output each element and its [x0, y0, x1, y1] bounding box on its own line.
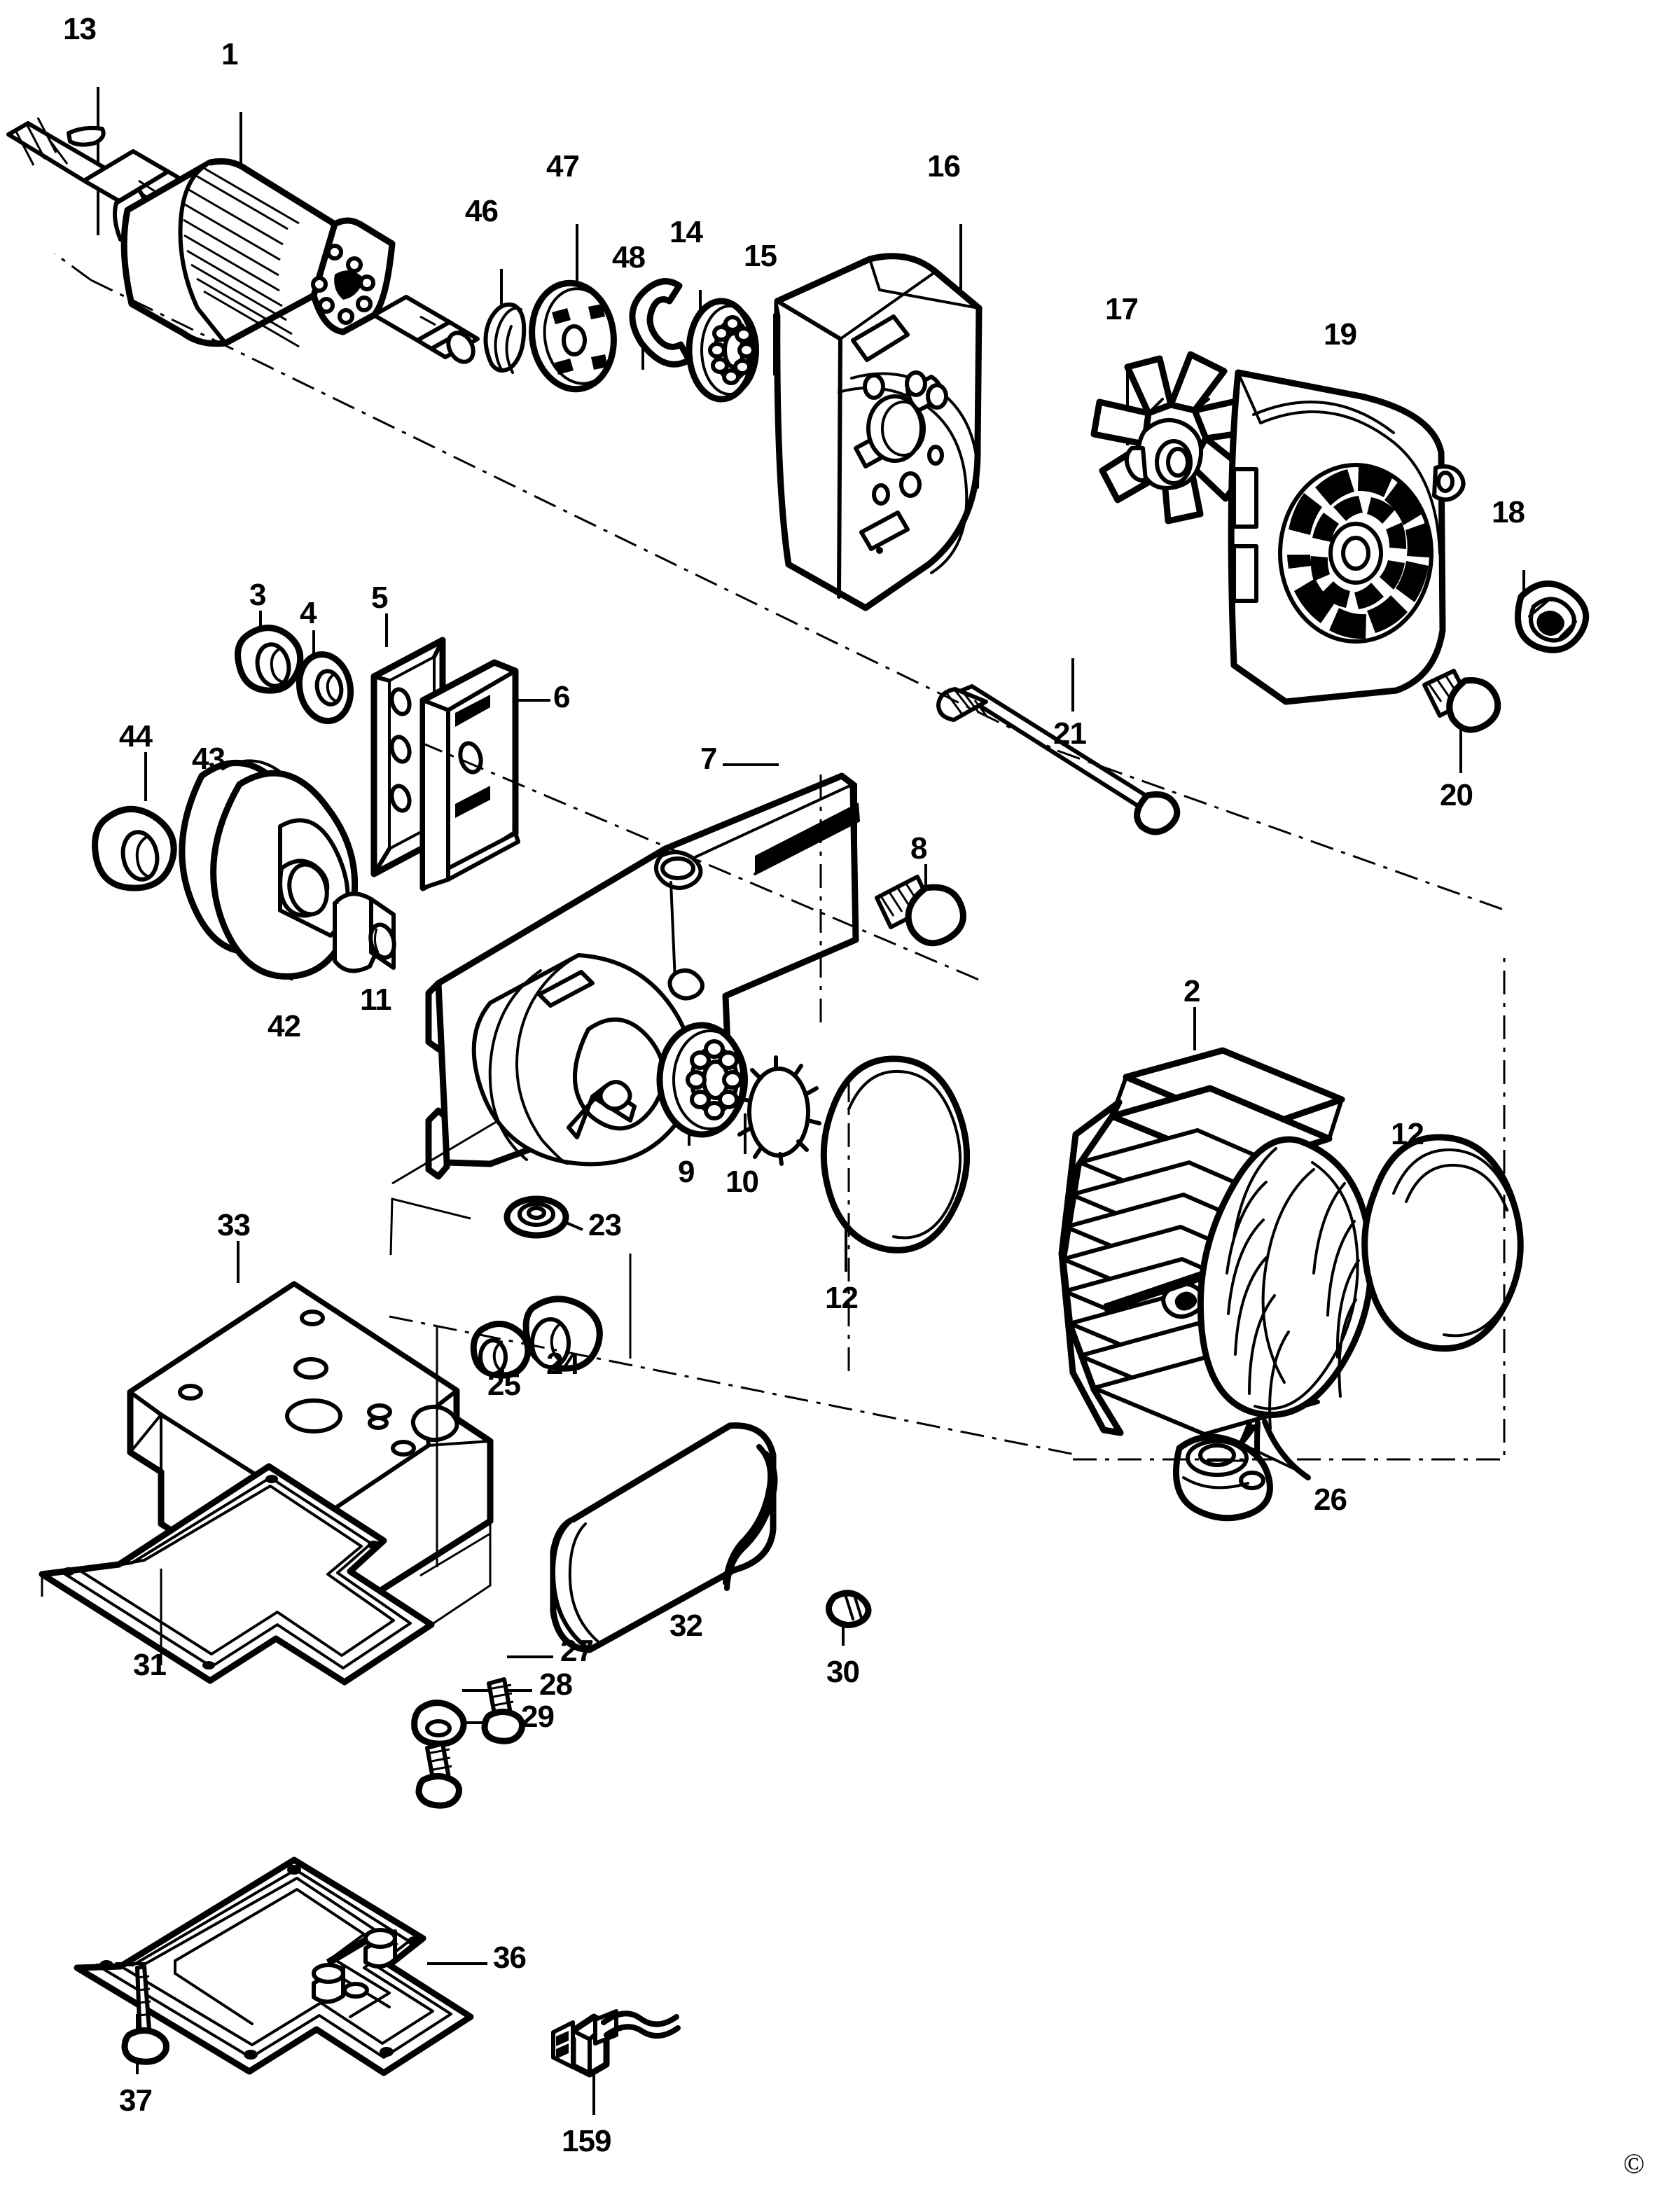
part-20-hex-screw — [1422, 669, 1501, 733]
part-10-toothed-washer — [736, 1055, 821, 1166]
part-44-hex-nut-large — [92, 805, 177, 891]
assembly-axis-lines — [54, 252, 1506, 1461]
callout-label-25: 25 — [487, 1368, 521, 1402]
part-30-wire-connector — [826, 1590, 872, 1628]
assembly-thin-guides — [41, 1119, 1248, 1665]
part-36-base-plate — [74, 1856, 474, 2076]
part-11-spacer-sleeve — [333, 891, 396, 973]
part-2-stator — [1058, 1047, 1375, 1503]
callout-label-9: 9 — [678, 1155, 695, 1189]
callout-label-23: 23 — [588, 1208, 622, 1242]
callout-label-29: 29 — [521, 1700, 555, 1734]
callout-label-3: 3 — [249, 578, 267, 612]
callout-label-46: 46 — [465, 194, 499, 228]
callout-label-8: 8 — [910, 831, 928, 866]
part-27-screw — [481, 1677, 526, 1744]
callout-label-36: 36 — [493, 1940, 527, 1975]
callout-label-32: 32 — [669, 1609, 703, 1643]
callout-label-42: 42 — [268, 1009, 301, 1043]
part-19-fan-cover — [1228, 369, 1466, 705]
part-21-long-bolt — [936, 684, 1181, 835]
part-159-harness-connector — [551, 2009, 681, 2078]
callout-label-1: 1 — [221, 37, 239, 71]
callout-label-20: 20 — [1440, 778, 1473, 812]
callout-label-24: 24 — [546, 1347, 580, 1381]
part-8-hex-bolt — [875, 875, 966, 947]
callout-label-18: 18 — [1492, 495, 1525, 529]
callout-label-17: 17 — [1105, 292, 1139, 326]
part-37-self-tapping-screw — [121, 1964, 169, 2065]
part-6-mounting-bracket — [419, 659, 520, 891]
callout-label-44: 44 — [119, 719, 153, 754]
part-47-retainer-plate — [529, 279, 617, 393]
part-46-wavy-washer — [483, 303, 527, 374]
callout-label-12a: 12 — [825, 1281, 859, 1315]
callout-label-28: 28 — [539, 1667, 573, 1702]
part-9-front-bearing — [656, 1022, 748, 1138]
part-14-ball-bearing — [686, 298, 759, 403]
part-13-key — [67, 125, 106, 147]
callout-label-2: 2 — [1183, 974, 1201, 1008]
part-48-c-clip — [629, 278, 693, 368]
part-4-flat-washer — [296, 651, 354, 725]
part-17-cooling-fan — [1090, 351, 1257, 525]
part-28-lock-washer — [411, 1700, 467, 1747]
part-1-armature — [6, 117, 480, 364]
callout-label-21: 21 — [1053, 716, 1087, 751]
callout-label-26: 26 — [1314, 1483, 1347, 1517]
callout-label-16: 16 — [927, 149, 961, 183]
callout-label-30: 30 — [826, 1655, 860, 1689]
part-26-grommet — [1172, 1433, 1273, 1522]
part-12-oring-right — [1361, 1134, 1524, 1352]
callout-label-43: 43 — [192, 742, 225, 776]
callout-label-5: 5 — [371, 581, 389, 615]
callout-label-19: 19 — [1324, 317, 1357, 352]
callout-label-11: 11 — [360, 983, 392, 1017]
part-12-oring-left — [820, 1055, 971, 1254]
part-7-pump-housing — [425, 772, 860, 1180]
callout-label-6: 6 — [553, 680, 571, 714]
callout-label-10: 10 — [726, 1165, 759, 1199]
callout-label-37: 37 — [119, 2083, 153, 2118]
part-3-hex-nut — [235, 625, 304, 694]
callout-label-31: 31 — [133, 1648, 167, 1682]
callout-label-47: 47 — [546, 149, 580, 183]
callout-label-4: 4 — [300, 596, 317, 630]
part-31-terminal-gasket — [39, 1463, 435, 1686]
part-18-cable-clamp — [1514, 581, 1589, 653]
callout-label-7: 7 — [700, 742, 718, 776]
callout-label-15: 15 — [744, 239, 777, 273]
part-23-washer — [504, 1195, 569, 1239]
callout-label-14: 14 — [669, 215, 703, 249]
callout-label-27: 27 — [560, 1634, 594, 1668]
part-32-capacitor — [550, 1422, 778, 1653]
part-29-machine-screw — [415, 1742, 462, 1809]
callout-label-13: 13 — [63, 12, 97, 46]
part-43-42-pulley — [179, 759, 359, 980]
callout-label-48: 48 — [612, 240, 646, 275]
part-16-end-bell — [774, 253, 983, 611]
callout-label-12b: 12 — [1391, 1117, 1424, 1151]
callout-label-159: 159 — [562, 2124, 611, 2158]
copyright-symbol: © — [1623, 2148, 1645, 2179]
callout-label-33: 33 — [217, 1208, 251, 1242]
